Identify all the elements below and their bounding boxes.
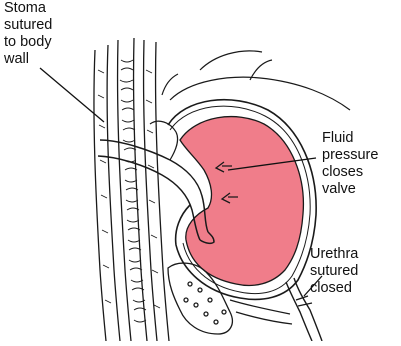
label-fluid-pressure: Fluid pressure closes valve [322,130,378,198]
label-stoma: Stoma sutured to body wall [4,0,52,68]
upper-tissue [162,51,350,110]
body-wall [94,38,169,341]
bladder-fluid [180,117,303,286]
label-urethra: Urethra sutured closed [310,246,358,297]
